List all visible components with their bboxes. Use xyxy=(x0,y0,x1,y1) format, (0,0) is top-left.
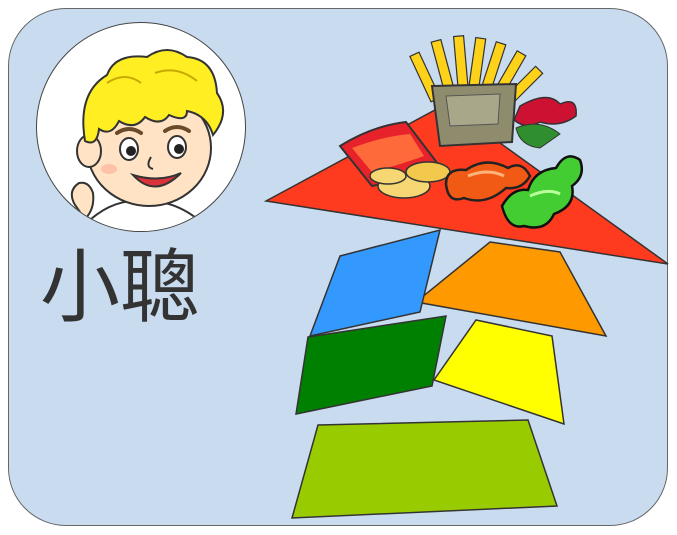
pyramid-middle-left-piece xyxy=(308,228,442,338)
character-name: 小聰 xyxy=(40,241,200,334)
pyramid-lower-left-piece xyxy=(295,315,447,415)
pyramid-base-piece xyxy=(290,419,559,519)
pyramid-middle-right-piece xyxy=(414,241,608,338)
avatar xyxy=(36,22,246,232)
pyramid-lower-right-piece xyxy=(432,319,565,426)
junk-food-icon xyxy=(338,35,583,229)
